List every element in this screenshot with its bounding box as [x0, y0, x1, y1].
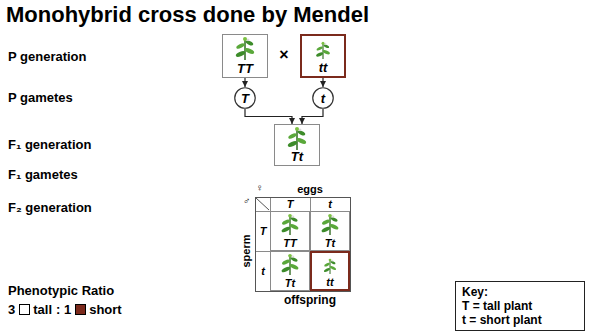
tall-plant-icon	[287, 127, 307, 150]
tall-plant-icon	[281, 254, 299, 275]
circle-outline	[235, 88, 256, 109]
grid-line	[310, 198, 311, 211]
node-text: TT	[283, 237, 296, 249]
row-label: F₂ generation	[8, 200, 92, 215]
legend-text: tall	[33, 302, 52, 317]
male-symbol: ♂	[243, 195, 251, 207]
gamete-circle: t	[312, 87, 334, 109]
cross-symbol: ×	[276, 46, 292, 64]
gamete-circle: T	[234, 87, 256, 109]
node-text: tt	[326, 276, 333, 288]
legend-swatch	[75, 304, 86, 315]
short-plant-icon	[323, 259, 336, 274]
grid-line	[270, 198, 271, 211]
arrow-connector	[245, 109, 292, 124]
key-box: Key:T = tall plantt = short plant	[455, 281, 585, 331]
circle-outline	[313, 88, 334, 109]
key-heading: Key:	[462, 285, 578, 299]
legend-item: tall	[19, 302, 52, 317]
offspring-cell: Tt	[270, 251, 310, 291]
row-label: F₁ generation	[8, 137, 91, 152]
allele-header: T	[270, 198, 310, 211]
legend-item: short	[75, 302, 122, 317]
arrow-connector	[244, 78, 245, 87]
female-symbol: ♀	[256, 182, 264, 194]
legend-text: short	[89, 302, 122, 317]
tall-plant-icon	[321, 214, 339, 235]
node-text: tt	[319, 61, 328, 75]
offspring-cell: TT	[270, 211, 310, 251]
tall-plant-icon	[281, 214, 299, 235]
arrow-connector	[302, 109, 323, 124]
grid-line	[256, 251, 270, 252]
node-text: Tt	[291, 150, 303, 164]
parent-plant-box: tt	[300, 34, 346, 78]
legend-swatch	[19, 304, 30, 315]
row-label: P gametes	[8, 90, 73, 105]
node-text: T	[241, 92, 249, 105]
ratio-row: 3 tall : 1 short	[8, 302, 122, 317]
f1-plant-box: Tt	[274, 124, 320, 166]
offspring-cell: tt	[310, 251, 350, 291]
allele-header: t	[310, 198, 350, 211]
diagram-title: Monohybrid cross done by Mendel	[6, 2, 369, 28]
grid-caption: sperm	[240, 234, 253, 267]
grid-caption: offspring	[270, 294, 350, 307]
row-label: P generation	[8, 49, 87, 64]
node-text: t = short plant	[462, 313, 578, 327]
short-plant-icon	[316, 42, 331, 59]
ratio-number: 3	[8, 302, 15, 317]
corner-diagonal	[256, 198, 269, 210]
row-label: F₁ gametes	[8, 167, 78, 182]
punnett-square: eggsspermoffspringTTTtTtttTtTt♀♂	[255, 197, 351, 292]
grid-caption: eggs	[270, 183, 350, 196]
node-text: T = tall plant	[462, 299, 578, 313]
node-text: t	[321, 92, 325, 105]
parent-plant-box: TT	[222, 34, 268, 78]
allele-header: t	[256, 251, 270, 291]
tall-plant-icon	[235, 37, 255, 60]
allele-header: T	[256, 211, 270, 251]
ratio-number: : 1	[56, 302, 71, 317]
ratio-heading: Phenotypic Ratio	[8, 283, 114, 298]
node-text: Tt	[325, 237, 335, 249]
arrow-connector	[322, 78, 323, 87]
node-text: TT	[237, 62, 253, 76]
offspring-cell: Tt	[310, 211, 350, 251]
grid-line	[256, 211, 270, 212]
node-text: Tt	[285, 277, 295, 289]
